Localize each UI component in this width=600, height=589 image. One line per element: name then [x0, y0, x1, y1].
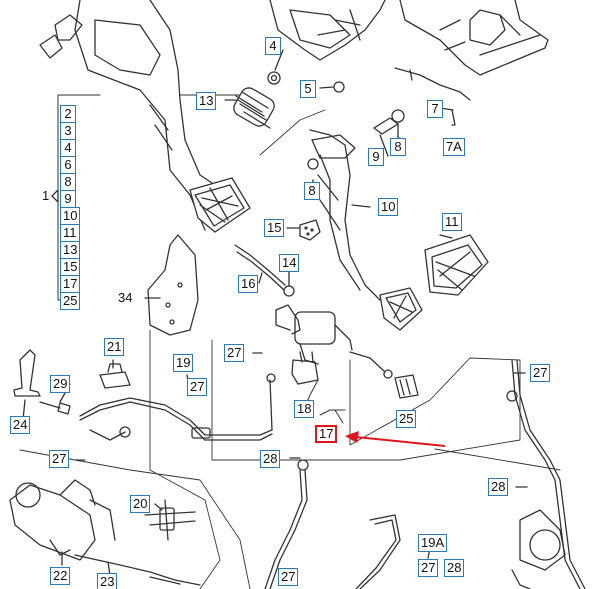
sound-insulation-plate-drawing [147, 234, 199, 336]
part-label-4[interactable]: 4 [60, 139, 76, 157]
pedal-pad-drawing [424, 234, 489, 296]
part-label-10[interactable]: 10 [378, 198, 399, 216]
part-label-11[interactable]: 11 [442, 213, 462, 231]
group-number-1: 1 [42, 188, 50, 203]
part-label-20[interactable]: 20 [130, 495, 151, 513]
part-label-16[interactable]: 16 [238, 275, 259, 293]
part-label-28[interactable]: 28 [444, 559, 465, 577]
clutch-master-cylinder-drawing [275, 304, 393, 379]
part-label-2[interactable]: 2 [60, 105, 76, 123]
part-label-13[interactable]: 13 [60, 241, 81, 259]
part-label-13[interactable]: 13 [196, 92, 217, 110]
part-label-19[interactable]: 19 [173, 354, 194, 372]
part-label-22[interactable]: 22 [50, 567, 71, 585]
part-label-7[interactable]: 7 [427, 100, 443, 118]
part-label-25[interactable]: 25 [60, 292, 81, 310]
part-label-18[interactable]: 18 [294, 400, 315, 418]
part-label-27[interactable]: 27 [224, 344, 245, 362]
brake-pedal-drawing [39, 0, 251, 233]
pedal-bracket-drawing [269, 0, 386, 61]
part-label-9[interactable]: 9 [60, 190, 76, 208]
part-label-14[interactable]: 14 [279, 254, 300, 272]
part-label-29[interactable]: 29 [50, 375, 71, 393]
part-label-27[interactable]: 27 [49, 450, 70, 468]
part-label-15[interactable]: 15 [264, 219, 285, 237]
part-label-28[interactable]: 28 [260, 450, 281, 468]
clutch-pedal-drawing [307, 129, 423, 331]
part-label-27[interactable]: 27 [278, 568, 299, 586]
part-label-7a[interactable]: 7A [443, 138, 465, 156]
part-label-21[interactable]: 21 [104, 338, 125, 356]
part-label-8[interactable]: 8 [390, 138, 406, 156]
part-label-6[interactable]: 6 [60, 156, 76, 174]
part-label-23[interactable]: 23 [97, 573, 118, 589]
part-label-8[interactable]: 8 [60, 173, 76, 191]
part-label-17-highlighted[interactable]: 17 [315, 425, 338, 443]
part-label-17[interactable]: 17 [60, 275, 81, 293]
part-label-5[interactable]: 5 [300, 80, 316, 98]
part-label-27[interactable]: 27 [530, 364, 551, 382]
plug-drawing [299, 219, 321, 241]
part-label-28[interactable]: 28 [488, 478, 509, 496]
mounting-bracket-drawing [399, 0, 549, 76]
part-label-3[interactable]: 3 [60, 122, 76, 140]
part-label-27[interactable]: 27 [187, 378, 208, 396]
part-label-19a[interactable]: 19A [418, 534, 448, 552]
part-label-11[interactable]: 11 [60, 224, 80, 242]
part-label-10[interactable]: 10 [60, 207, 81, 225]
part-label-8[interactable]: 8 [304, 182, 320, 200]
part-label-9[interactable]: 9 [368, 148, 384, 166]
slave-cylinder-drawing [9, 479, 116, 561]
part-label-15[interactable]: 15 [60, 258, 81, 276]
part-label-27[interactable]: 27 [418, 559, 439, 577]
part-label-24[interactable]: 24 [10, 416, 31, 434]
part-label-4[interactable]: 4 [265, 37, 281, 55]
part-label-25[interactable]: 25 [396, 410, 417, 428]
highlight-arrow [345, 431, 446, 447]
return-spring-drawing [233, 87, 275, 129]
part-label-34: 34 [118, 290, 133, 305]
